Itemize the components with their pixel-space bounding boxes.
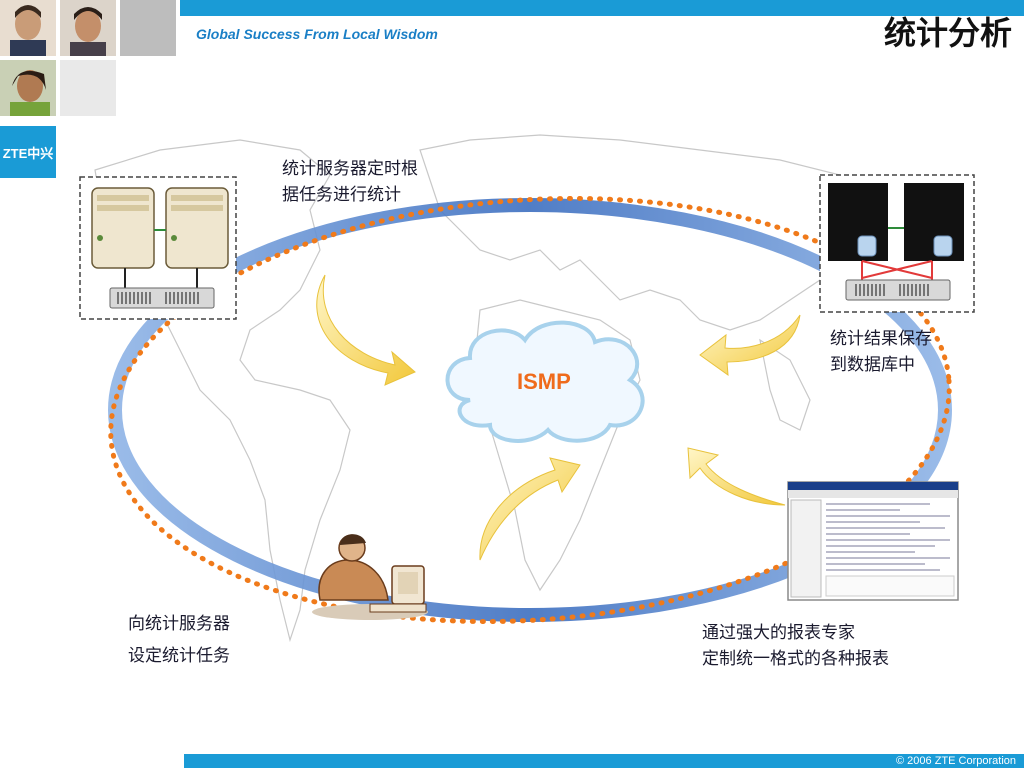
person-photo-3: [0, 60, 56, 116]
arrow-ismp-to-database: [699, 314, 801, 377]
footer-bar: [184, 754, 1024, 768]
user-at-computer-icon: [312, 534, 428, 620]
orange-dotted-ring: [108, 195, 952, 625]
arrow-user-to-ismp: [479, 457, 581, 561]
storage-array-icon: [845, 279, 951, 301]
database-server-group: [819, 174, 975, 313]
arrow-report-to-ismp: [687, 447, 786, 506]
zte-logo: ZTE中兴: [0, 126, 56, 178]
africa-outline: [474, 299, 641, 592]
caption-line: 向统计服务器: [128, 614, 230, 634]
americas-outline: [94, 139, 351, 643]
caption-line: 据任务进行统计: [282, 185, 401, 205]
light-tile: [60, 60, 116, 116]
caption-line: 定制统一格式的各种报表: [702, 649, 889, 669]
caption-statistics-server: 统计服务器定时根 据任务进行统计: [282, 156, 418, 208]
caption-report-expert: 通过强大的报表专家 定制统一格式的各种报表: [702, 620, 889, 672]
report-screenshot-icon: [787, 481, 959, 601]
ismp-label: ISMP: [517, 369, 571, 394]
person-photo-1: [0, 0, 56, 56]
caption-line: 设定统计任务: [128, 646, 230, 666]
header-bar: [180, 0, 1024, 16]
caption-set-task: 向统计服务器 设定统计任务: [128, 608, 230, 672]
copyright: © 2006 ZTE Corporation: [896, 755, 1016, 767]
eurasia-outline: [419, 134, 871, 331]
ismp-cloud: [445, 320, 645, 443]
statistics-server-group: [79, 176, 237, 320]
person-photo-2: [60, 0, 116, 56]
southeast-asia-outline: [759, 338, 811, 431]
caption-save-to-database: 统计结果保存 到数据库中: [830, 326, 932, 378]
gray-tile: [120, 0, 176, 56]
caption-line: 到数据库中: [830, 355, 915, 375]
caption-line: 统计服务器定时根: [282, 159, 418, 179]
caption-line: 通过强大的报表专家: [702, 623, 855, 643]
slogan: Global Success From Local Wisdom: [196, 26, 438, 42]
caption-line: 统计结果保存: [830, 329, 932, 349]
storage-array-icon: [109, 287, 215, 309]
arrow-server-to-ismp: [316, 274, 416, 386]
page-title: 统计分析: [883, 14, 1012, 52]
